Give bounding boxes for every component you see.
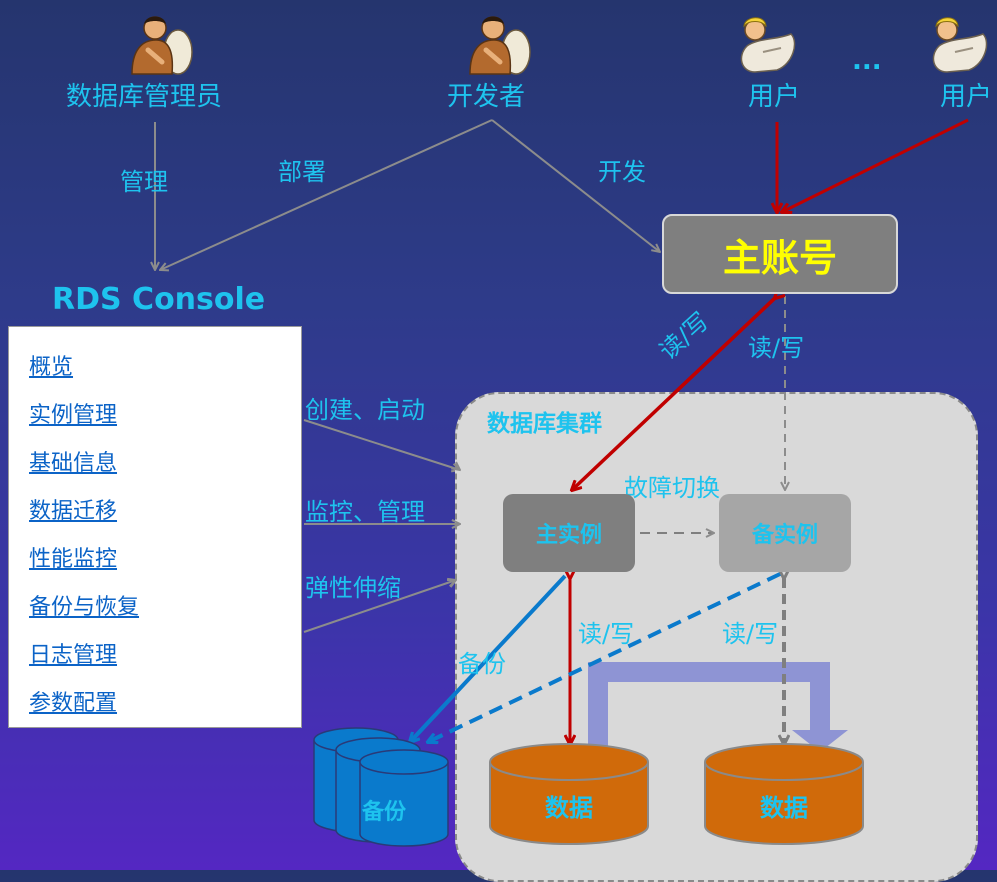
- primary-data-label: 数据: [545, 794, 593, 822]
- developer-label: 开发者: [447, 82, 526, 112]
- deploy-label: 部署: [278, 158, 326, 186]
- person-icon: [469, 16, 531, 75]
- rw-standby-label: 读/写: [748, 334, 805, 362]
- create-start-arrow: [303, 419, 460, 470]
- menu-item-backup-restore[interactable]: 备份与恢复: [29, 595, 140, 620]
- monitor-manage-label: 监控、管理: [305, 498, 425, 526]
- menu-item-overview[interactable]: 概览: [29, 355, 74, 380]
- dba-label: 数据库管理员: [66, 82, 223, 112]
- console-title: RDS Console: [52, 282, 266, 317]
- person-icon: [131, 16, 193, 75]
- user-icon: [740, 17, 796, 73]
- deploy-arrow: [160, 119, 493, 270]
- primary-instance: 主实例: [503, 494, 635, 572]
- menu-item-instance-management[interactable]: 实例管理: [29, 403, 118, 428]
- rw-data-standby-label: 读/写: [722, 620, 779, 648]
- rw-data-primary-label: 读/写: [578, 620, 635, 648]
- menu-item-performance-monitoring[interactable]: 性能监控: [29, 547, 118, 572]
- user2-label: 用户: [940, 82, 993, 112]
- develop-arrow: [491, 119, 660, 252]
- failover-label: 故障切换: [624, 474, 720, 502]
- backup-storage-stack: [313, 727, 449, 847]
- menu-item-log-management[interactable]: 日志管理: [29, 643, 118, 668]
- menu-item-basic-info[interactable]: 基础信息: [29, 451, 118, 476]
- user-icon: [932, 17, 988, 73]
- primary-data-cylinder: [489, 743, 649, 845]
- standby-data-cylinder: [704, 743, 864, 845]
- master-account-box: 主账号: [662, 214, 898, 294]
- backup-edge-label: 备份: [458, 650, 506, 678]
- elastic-scale-arrow: [303, 580, 456, 633]
- user2-arrow: [782, 118, 969, 212]
- user1-label: 用户: [748, 82, 801, 112]
- develop-label: 开发: [598, 158, 646, 186]
- standby-instance: 备实例: [719, 494, 851, 572]
- backup-storage-label: 备份: [362, 800, 407, 825]
- users-ellipsis: ...: [852, 46, 882, 76]
- menu-item-data-migration[interactable]: 数据迁移: [29, 499, 118, 524]
- manage-label: 管理: [120, 168, 168, 196]
- create-start-label: 创建、启动: [305, 396, 425, 424]
- console-menu-panel: 概览 实例管理 基础信息 数据迁移 性能监控 备份与恢复 日志管理 参数配置: [8, 326, 302, 728]
- elastic-scale-label: 弹性伸缩: [305, 574, 401, 602]
- standby-data-label: 数据: [760, 794, 808, 822]
- menu-item-parameter-config[interactable]: 参数配置: [29, 691, 118, 716]
